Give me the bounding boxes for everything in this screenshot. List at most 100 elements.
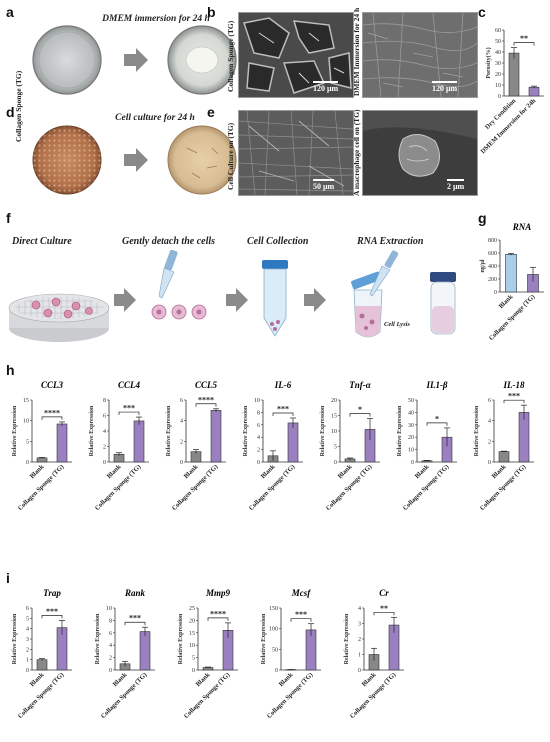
panel-label-d: d <box>6 104 15 120</box>
panel-label-h: h <box>6 362 15 378</box>
workflow-illustration <box>8 250 456 342</box>
y-tick-label-ccl5: 6 <box>180 398 183 404</box>
arrow-icon <box>304 288 326 312</box>
y-tick-label-mcsf: 0 <box>275 668 278 674</box>
category-label-il-6: Blank <box>260 463 277 480</box>
scale-bar-b-right: 120 μm <box>432 81 458 93</box>
scale-bar-e-right: 2 μm <box>447 179 465 191</box>
y-tick-label-tnf: 0 <box>334 460 337 466</box>
category-label-g: Collagen Sponge (TG) <box>488 293 537 342</box>
y-tick-label-c: 60 <box>495 28 501 34</box>
y-tick-label-ccl4: 6 <box>103 414 106 420</box>
y-tick-label-il-18: 6 <box>488 398 491 404</box>
y-axis-label-trap: Relative Expression <box>12 613 18 664</box>
significance-bracket-cr <box>373 611 395 616</box>
chart-title-rank: Rank <box>124 588 146 598</box>
y-tick-label-mcsf: 50 <box>272 647 278 653</box>
y-tick-label-rank: 10 <box>106 606 112 612</box>
significance-label-il-18: *** <box>508 392 520 401</box>
chart-title-il-18: IL-18 <box>503 380 525 390</box>
y-tick-label-il-6: 4 <box>257 435 260 441</box>
y-tick-label-mmp9: 5 <box>192 656 195 662</box>
b-left-label: Collagen Sponge (TG) <box>226 20 235 92</box>
y-tick-label-cr: 2 <box>358 637 361 643</box>
y-axis-label-c: Porosity(%) <box>485 47 492 78</box>
category-label-ccl3: Blank <box>29 463 46 480</box>
y-tick-label-trap: 1 <box>26 658 29 664</box>
b-right-label: DMEM Immersion for 24 h <box>352 7 361 96</box>
step-detach-cells: Gently detach the cells <box>122 236 216 247</box>
chart-title-tnf: Tnf-α <box>349 380 371 390</box>
y-tick-label-ccl4: 2 <box>103 445 106 451</box>
significance-bracket-trap <box>41 615 63 619</box>
panel-label-e: e <box>207 104 215 120</box>
y-tick-label-ccl5: 2 <box>180 439 183 445</box>
significance-label-mcsf: *** <box>295 610 307 619</box>
category-label-trap: Blank <box>29 671 46 688</box>
bar-ccl4-collagen-sponge-tg <box>133 420 145 463</box>
y-tick-label-il1: 0 <box>411 460 414 466</box>
y-tick-label-c: 40 <box>495 50 501 56</box>
significance-label-cr: ** <box>380 604 388 613</box>
significance-label-trap: *** <box>46 607 58 616</box>
y-tick-label-c: 20 <box>495 72 501 78</box>
y-tick-label-il-18: 2 <box>488 439 491 445</box>
bar-trap-blank <box>36 659 48 671</box>
y-tick-label-tnf: 20 <box>331 398 337 404</box>
y-tick-label-il-6: 10 <box>254 398 260 404</box>
category-label-cr: Blank <box>361 671 378 688</box>
arrow-icon <box>124 48 148 72</box>
y-axis-label-ccl4: Relative Expression <box>89 405 95 456</box>
chart-title-mcsf: Mcsf <box>291 588 311 598</box>
y-tick-label-mmp9: 15 <box>189 631 195 637</box>
significance-bracket-mmp9 <box>207 617 229 621</box>
step-direct-culture: Direct Culture <box>12 236 72 247</box>
y-tick-label-ccl4: 0 <box>103 460 106 466</box>
y-tick-label-g: 800 <box>488 238 497 244</box>
y-tick-label-mmp9: 25 <box>189 606 195 612</box>
sem-macrophage-cell <box>362 110 478 196</box>
y-tick-label-mmp9: 10 <box>189 643 195 649</box>
scale-bar-e-left: 50 μm <box>313 179 335 191</box>
y-tick-label-trap: 2 <box>26 647 29 653</box>
bar-rank-collagen-sponge-tg <box>139 631 151 671</box>
y-tick-label-g: 200 <box>488 277 497 283</box>
bar-ccl3-collagen-sponge-tg <box>56 423 68 463</box>
cell-lysis-label: Cell Lysis <box>384 321 410 328</box>
bar-il-6-collagen-sponge-tg <box>287 422 299 463</box>
y-tick-label-mcsf: 150 <box>269 606 278 612</box>
significance-label-c: ** <box>520 34 528 43</box>
y-tick-label-rank: 4 <box>109 643 112 649</box>
y-tick-label-ccl3: 15 <box>23 398 29 404</box>
panel-label-a: a <box>6 4 14 20</box>
panel-label-c: c <box>478 4 486 20</box>
y-tick-label-il-6: 6 <box>257 423 260 429</box>
y-tick-label-il-18: 0 <box>488 460 491 466</box>
lysis-tube-icon <box>351 271 383 338</box>
bar-c-dry-condition <box>508 52 520 97</box>
chart-title-il-6: IL-6 <box>274 380 292 390</box>
chart-title-trap: Trap <box>43 588 61 598</box>
y-axis-label-g: ng/μl <box>480 259 486 272</box>
y-tick-label-trap: 6 <box>26 606 29 612</box>
category-label-mmp9: Blank <box>195 671 212 688</box>
category-label-ccl5: Blank <box>183 463 200 480</box>
chart-title-rna: RNA <box>512 222 532 232</box>
chart-title-ccl5: CCL5 <box>195 380 218 390</box>
category-label-g: Blank <box>498 293 515 310</box>
y-tick-label-rank: 6 <box>109 631 112 637</box>
y-tick-label-c: 10 <box>495 83 501 89</box>
sem-collagen-sponge <box>238 12 354 98</box>
y-tick-label-ccl3: 5 <box>26 439 29 445</box>
bar-il-18-collagen-sponge-tg <box>518 412 530 463</box>
y-tick-label-g: 400 <box>488 264 497 270</box>
dmem-immersion-caption: DMEM immersion for 24 h <box>102 14 210 24</box>
